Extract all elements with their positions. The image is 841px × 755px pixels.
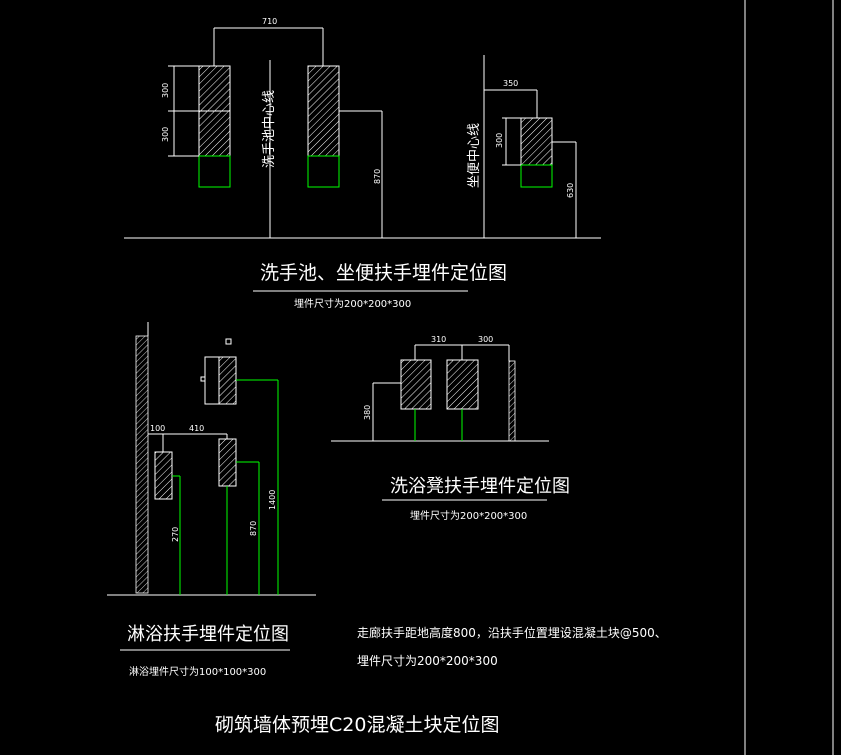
embedded-block: [446, 359, 479, 410]
dim-380: 380: [363, 405, 372, 420]
dim-1400: 1400: [268, 490, 277, 510]
shower-detail: 1400 870 270 100 410 淋浴扶手埋件定位图 淋浴埋件尺寸为10…: [107, 322, 316, 678]
embedded-block: [307, 65, 340, 157]
dim-410: 410: [189, 424, 204, 433]
bath-stool-detail: 310 300 380 洗浴凳扶手埋件定位图 埋件尺寸为200*200*300: [331, 335, 570, 522]
title-sink-toilet: 洗手池、坐便扶手埋件定位图: [260, 262, 507, 284]
size-note-shower: 淋浴埋件尺寸为100*100*300: [129, 665, 266, 678]
dim-630: 630: [566, 183, 575, 198]
title-shower: 淋浴扶手埋件定位图: [127, 624, 289, 645]
dim-350: 350: [503, 79, 518, 88]
dim-310: 310: [431, 335, 446, 344]
note-line-2: 埋件尺寸为200*200*300: [357, 654, 498, 668]
main-title: 砌筑墙体预埋C20混凝土块定位图: [215, 714, 499, 736]
dim-300-toilet: 300: [495, 133, 504, 148]
drawing-frame: [744, 0, 834, 755]
dim-870-shower: 870: [249, 521, 258, 536]
dim-270: 270: [171, 527, 180, 542]
embedded-block: [218, 356, 237, 405]
dim-300-top: 300: [161, 83, 170, 98]
sink-centerline-label: 洗手池中心线: [262, 90, 277, 168]
title-bath-stool: 洗浴凳扶手埋件定位图: [390, 476, 570, 497]
sink-toilet-detail: 710 300 300 洗手池中心线 870 坐便中心线 350 300 630: [124, 17, 601, 310]
general-notes: 走廊扶手距地高度800，沿扶手位置埋设混凝土块@500、 埋件尺寸为200*20…: [357, 625, 667, 668]
note-line-1: 走廊扶手距地高度800，沿扶手位置埋设混凝土块@500、: [357, 625, 667, 640]
dim-710: 710: [262, 17, 277, 26]
embedded-block: [400, 359, 432, 410]
toilet-centerline-label: 坐便中心线: [467, 123, 482, 188]
embedded-block: [520, 117, 553, 166]
dim-300-stool: 300: [478, 335, 493, 344]
embedded-block: [218, 438, 237, 487]
dim-100: 100: [150, 424, 165, 433]
dim-300-bottom: 300: [161, 127, 170, 142]
size-note-bath-stool: 埋件尺寸为200*200*300: [410, 509, 527, 522]
size-note-sink-toilet: 埋件尺寸为200*200*300: [294, 297, 411, 310]
dim-870: 870: [373, 169, 382, 184]
embedded-block: [154, 451, 173, 500]
